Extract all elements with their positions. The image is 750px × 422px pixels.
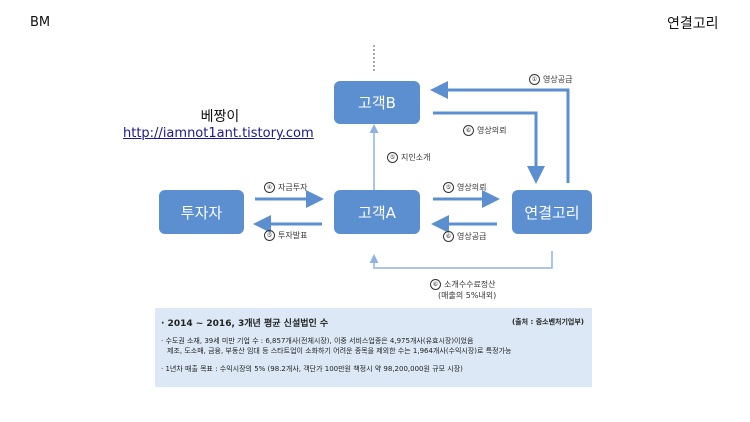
blog-url-link[interactable]: http://iamnot1ant.tistory.com: [123, 126, 314, 141]
stats-title: · 2014 ~ 2016, 3개년 평균 신설법인 수: [161, 319, 329, 329]
node-investor: 투자자: [159, 190, 244, 234]
arrow-video-request-b: [433, 111, 545, 184]
stats-source: (출처 : 중소벤처기업부): [511, 318, 584, 326]
blog-name: 베짱이: [200, 109, 240, 125]
edge-label-8-sub: (매출의 5%내외): [438, 291, 497, 300]
node-customer-a: 고객A: [334, 190, 420, 234]
stats-bullet-1-line-2: 제조, 도소매, 금융, 부동산 임대 등 스타트업이 소화하기 어려운 종목을…: [167, 347, 512, 355]
node-connector: 연결고리: [512, 190, 592, 234]
node-customer-b: 고객B: [334, 81, 420, 124]
header-left-label: BM: [30, 15, 51, 30]
stats-bullet-1-line-1: · 수도권 소재, 39세 미만 기업 수 : 6,857개사(전체시장), 이…: [161, 337, 474, 345]
arrow-video-supply-b: [430, 81, 570, 183]
arrow-fee-settlement: [369, 251, 553, 269]
header-right-label: 연결고리: [667, 16, 719, 32]
stats-panel: · 2014 ~ 2016, 3개년 평균 신설법인 수 (출처 : 중소벤처기…: [155, 308, 592, 387]
stats-bullet-2: · 1년차 매출 목표 : 수익시장의 5% (98.2개사, 객단가 100만…: [161, 365, 463, 373]
